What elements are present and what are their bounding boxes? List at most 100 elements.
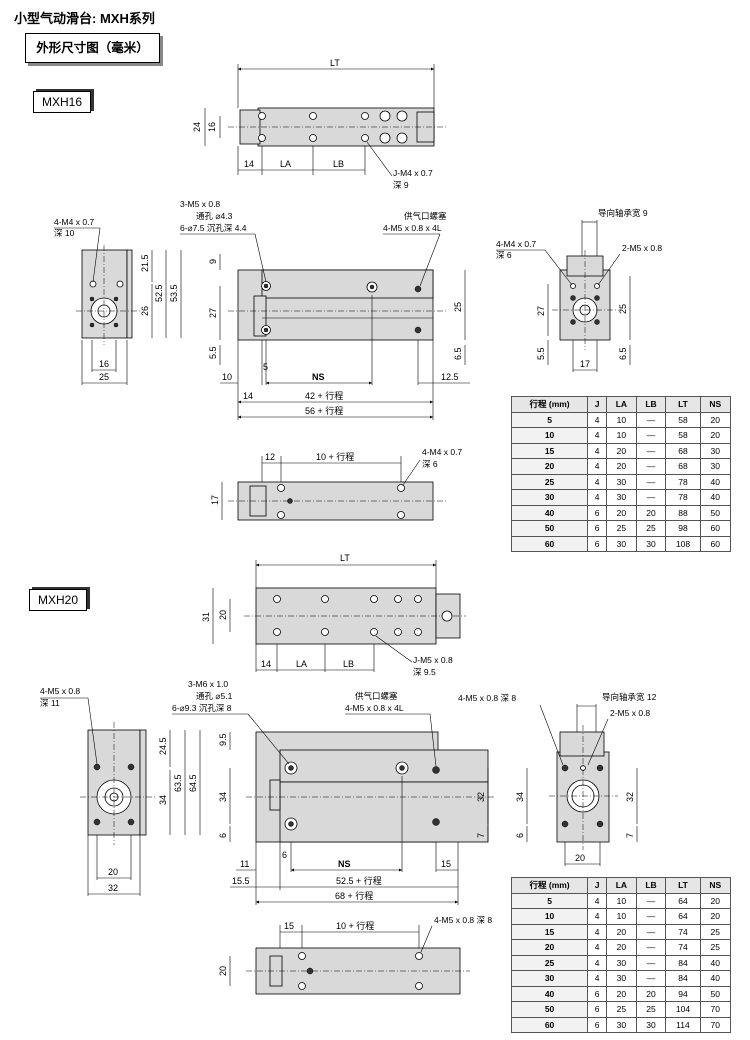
table-cell: 25 — [606, 520, 637, 537]
dim-side-12-5: 12.5 — [441, 372, 459, 382]
dim-bottom-len10: 10 + 行程 — [316, 451, 354, 462]
table-header-cell: LT — [665, 396, 701, 413]
dim20-34: 34 — [158, 795, 168, 805]
dim20-la: LA — [296, 659, 307, 669]
table-cell: 68 — [665, 458, 701, 475]
table-cell: 25 — [606, 1001, 637, 1018]
table-cell: — — [635, 427, 667, 444]
mxh20-front-view: 4-M5 x 0.8 深 8 导向轴承宽 12 2-M5 x 0.8 34 6 … — [458, 692, 657, 866]
dim20-side-34: 34 — [218, 792, 228, 802]
dim-14: 14 — [244, 159, 254, 169]
table-cell: 4 — [587, 908, 608, 925]
dim-20: 20 — [218, 610, 228, 620]
table-cell: 74 — [665, 923, 701, 940]
table-cell: 5 — [510, 411, 589, 428]
table-cell: 5 — [510, 892, 589, 909]
dim-front-27: 27 — [536, 306, 546, 316]
table-cell: 4 — [587, 489, 608, 506]
table-cell: 15 — [510, 442, 589, 459]
dim20-front-34: 34 — [515, 792, 525, 802]
table-cell: 10 — [510, 908, 589, 925]
table-cell: 58 — [665, 411, 701, 428]
table-cell: 78 — [665, 489, 701, 506]
dim-side-27: 27 — [208, 308, 218, 318]
dim20-bottom-len10: 10 + 行程 — [336, 920, 374, 931]
dim-ns: NS — [312, 372, 325, 382]
table-cell: — — [635, 908, 667, 925]
mxh20-side-view: 3-M6 x 1.0 通孔 ⌀5.1 6-⌀9.3 沉孔深 8 供气口螺塞 4-… — [172, 679, 496, 905]
table-cell: 84 — [665, 954, 701, 971]
dim20-side-32: 32 — [476, 792, 486, 802]
label20-side-holes2: 通孔 ⌀5.1 — [196, 691, 233, 701]
dim20-15: 15 — [441, 859, 451, 869]
mxh20-end-view: 4-M5 x 0.8 深 11 24.5 34 63.5 64.5 20 32 — [40, 686, 201, 896]
table-cell: 25 — [510, 954, 589, 971]
table-cell: 98 — [665, 520, 701, 537]
table-cell: 25 — [635, 520, 667, 537]
table-cell: 6 — [587, 520, 608, 537]
dim20-front-6: 6 — [515, 833, 525, 838]
table-cell: 30 — [606, 535, 637, 552]
table-cell: 30 — [606, 954, 637, 971]
table-cell: 30 — [606, 473, 637, 490]
table-cell: 6 — [587, 1001, 608, 1018]
dim20-63-5: 63.5 — [173, 774, 183, 792]
dim-side-5-5: 5.5 — [208, 346, 218, 359]
dim-26: 26 — [140, 306, 150, 316]
table-cell: 6 — [587, 1016, 608, 1033]
model-tab-mxh16: MXH16 — [33, 91, 91, 113]
dim20-64-5: 64.5 — [188, 774, 198, 792]
table-cell: 10 — [606, 411, 637, 428]
table-cell: — — [635, 954, 667, 971]
label-tap-depth: 深 9 — [393, 180, 409, 190]
table-cell: 68 — [665, 442, 701, 459]
dim20-lb: LB — [343, 659, 354, 669]
table-header-cell: J — [587, 396, 608, 413]
table-header-cell: 行程 (mm) — [510, 877, 589, 894]
table-cell: 10 — [510, 427, 589, 444]
table-cell: 84 — [665, 970, 701, 987]
table-cell: — — [635, 411, 667, 428]
dim-53-5: 53.5 — [169, 284, 179, 302]
table-cell: 50 — [699, 504, 732, 521]
table-cell: 20 — [606, 458, 637, 475]
mxh16-end-view: 4-M4 x 0.7 深 10 21.5 26 52.5 53.5 16 25 — [54, 217, 182, 385]
table-cell: — — [635, 970, 667, 987]
label-port: 供气口螺塞 — [404, 211, 447, 221]
mxh16-front-view: 导向轴承宽 9 4-M4 x 0.7 深 6 2-M5 x 0.8 27 5.5… — [496, 208, 662, 372]
table-cell: 10 — [606, 892, 637, 909]
dim-side-14: 14 — [243, 391, 253, 401]
dim-front-6-5: 6.5 — [618, 347, 628, 360]
dim-end-16: 16 — [99, 359, 109, 369]
table-header-cell: LB — [635, 396, 667, 413]
table-header-cell: LA — [606, 877, 637, 894]
table-cell: 40 — [699, 954, 732, 971]
dim-side-5: 5 — [263, 362, 268, 372]
label20-side-holes1: 3-M6 x 1.0 — [188, 679, 228, 689]
label-front-port: 2-M5 x 0.8 — [622, 243, 662, 253]
table-cell: 30 — [699, 442, 732, 459]
table-cell: 20 — [606, 504, 637, 521]
table-cell: 4 — [587, 892, 608, 909]
dim20-front-7: 7 — [625, 833, 635, 838]
table-cell: 4 — [587, 411, 608, 428]
table-cell: 10 — [606, 427, 637, 444]
dim-front-25: 25 — [618, 304, 628, 314]
dim20-side-7: 7 — [476, 833, 486, 838]
table-cell: 20 — [699, 427, 732, 444]
table-cell: 40 — [510, 504, 589, 521]
table-cell: 60 — [699, 535, 732, 552]
dim20-14: 14 — [261, 659, 271, 669]
dim20-bottom-20: 20 — [218, 966, 228, 976]
